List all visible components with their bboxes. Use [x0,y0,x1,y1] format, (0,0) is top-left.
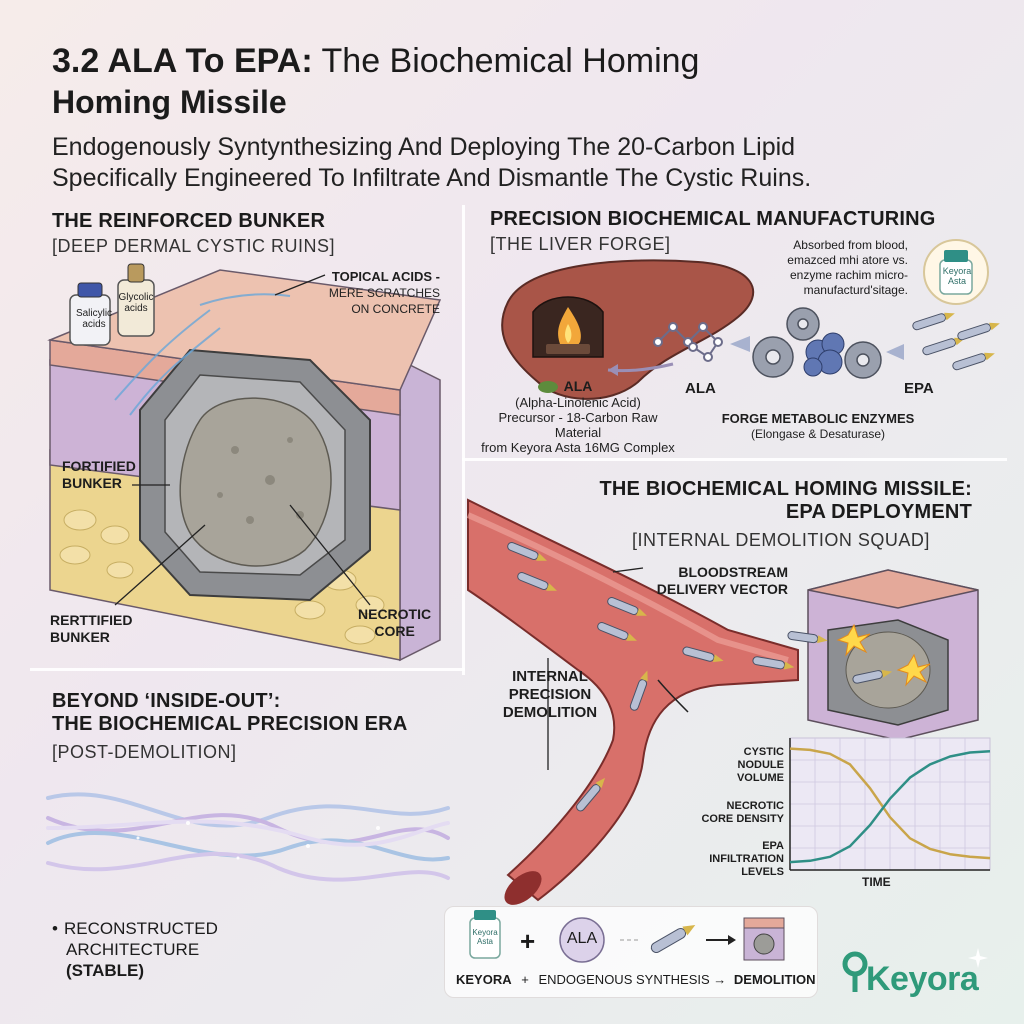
topical-acids-label: TOPICAL ACIDS - MERE SCRATCHES ON CONCRE… [328,269,440,316]
beyond-subheading: [POST-DEMOLITION] [52,742,237,762]
page-title-line2: Homing Missile [52,84,287,120]
ala-molecule-icon [653,322,723,362]
target-bunker-icon [807,569,979,741]
chart-series-line-0 [789,747,991,860]
chart-series-line-1 [789,749,991,864]
bunker-heading: THE REINFORCED BUNKER [52,210,326,232]
ala-left-label: ALA (Alpha-Linolenic Acid) Precursor - 1… [481,378,675,455]
liver-heading: PRECISION BIOCHEMICAL MANUFACTURING [490,208,936,230]
keyora-bottle-icon [469,910,501,959]
bullet: • [52,919,58,938]
legend-ala: ALA [566,930,598,947]
brand-logo: Keyora [866,960,979,998]
page-title: 3.2 ALA To EPA: The Biochemical Homing [52,42,699,80]
leader-topical [274,274,326,296]
subtitle-line-2: Specifically Engineered To Infiltrate An… [52,164,812,192]
glycolic-acid-bottle [117,263,155,337]
demolished-bunker-icon [743,917,785,961]
chart-label-2: NECROTIC CORE DENSITY [701,800,784,825]
leader-rertified [114,524,206,606]
page-subtitle: Endogenously Syntynthesizing And Deployi… [52,132,972,194]
enzyme-gears-icon [752,307,882,379]
absorbed-note: Absorbed from blood,emazced mhi atore vs… [787,238,908,297]
divider-vertical [462,205,465,675]
sparkle-icon [968,948,988,968]
missile-heading: THE BIOCHEMICAL HOMING MISSILE: EPA DEPL… [599,478,972,523]
legend-icons [469,910,785,963]
missile-subheading: [INTERNAL DEMOLITION SQUAD] [632,530,930,550]
chart-label-3: EPA INFILTRATION LEVELS [709,840,784,878]
reconstructed-fibers-illustration [46,792,450,882]
arrow-right-icon [706,935,736,945]
epa-label: EPA [904,380,934,397]
legend-plus-1: + [520,926,536,956]
reconstructed-label: •RECONSTRUCTED ARCHITECTURE (STABLE) [52,919,218,980]
liver-organ [501,259,755,400]
keyora-bottle-badge-icon [923,239,989,305]
beyond-heading: BEYOND ‘INSIDE-OUT’: THE BIOCHEMICAL PRE… [52,690,408,735]
salicylic-acid-bottle [69,282,111,346]
ala-circle-icon [559,917,605,963]
liver-forge-illustration [501,239,1000,400]
skin-block-illustration [47,263,442,662]
legend-caption: KEYORA + ENDOGENOUS SYNTHESIS → DEMOLITI… [456,972,816,987]
divider-horizontal-right [462,458,1007,461]
ala-mid-label: ALA [685,380,716,397]
impact-burst-icon [836,623,931,687]
missile-icon [650,925,696,953]
title-bold: 3.2 ALA To EPA: [52,42,313,80]
epa-missiles-icon [912,312,1000,371]
chart-label-1: CYSTIC NODULE VOLUME [736,746,784,784]
fat-cells [59,509,385,645]
necrotic-core [179,397,332,567]
keyora-logo-icon [842,951,868,992]
title-light: The Biochemical Homing [312,42,700,80]
liver-subheading: [THE LIVER FORGE] [490,234,671,254]
chart-x-label: TIME [862,875,891,889]
bunker-subheading: [DEEP DERMAL CYSTIC RUINS] [52,236,336,256]
acid-scratches [114,293,291,416]
efficacy-chart [789,737,991,871]
flow-chevrons-icon [730,336,750,352]
vessel-missiles-icon [507,541,795,812]
bloodstream-illustration [466,498,979,905]
chart-grid [790,738,990,870]
enzymes-label: FORGE METABOLIC ENZYMES (Elongase & Desa… [721,411,915,441]
enzyme-blob-icon [803,332,845,377]
leader-necrotic [289,504,371,606]
divider-horizontal-left [30,668,465,671]
subtitle-line-1: Endogenously Syntynthesizing And Deployi… [52,133,796,161]
